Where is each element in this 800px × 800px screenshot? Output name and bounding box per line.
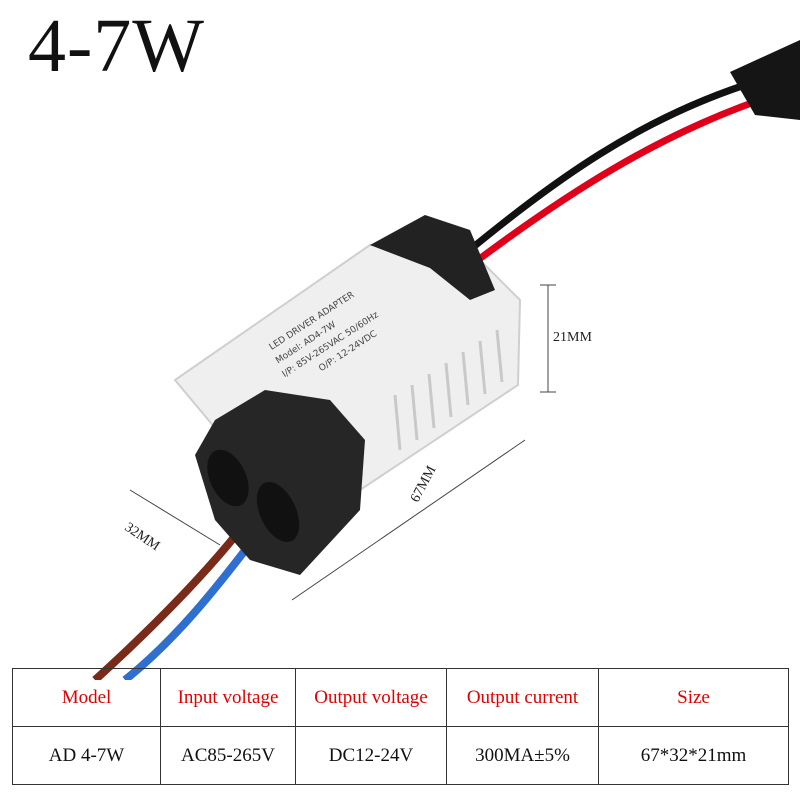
header-size: Size: [598, 668, 789, 727]
spec-value-row: AD 4-7W AC85-265V DC12-24V 300MA±5% 67*3…: [12, 726, 789, 785]
driver-housing: [173, 215, 522, 575]
header-model: Model: [12, 668, 161, 727]
product-title: 4-7W: [28, 4, 206, 88]
input-wires: [92, 527, 260, 680]
output-wires: [452, 40, 800, 275]
spec-header-row: Model Input voltage Output voltage Outpu…: [12, 668, 789, 727]
value-output-voltage: DC12-24V: [295, 726, 447, 785]
connector-plug: [730, 40, 800, 120]
value-model: AD 4-7W: [12, 726, 161, 785]
dimension-lines: [129, 284, 556, 601]
value-input-voltage: AC85-265V: [160, 726, 296, 785]
height-dimension: 21MM: [553, 330, 592, 345]
product-photo: LED DRIVER ADAPTER Model: AD4-7W I/P: 85…: [92, 40, 800, 680]
header-output-current: Output current: [446, 668, 599, 727]
value-size: 67*32*21mm: [598, 726, 789, 785]
header-input-voltage: Input voltage: [160, 668, 296, 727]
spec-table: Model Input voltage Output voltage Outpu…: [12, 668, 789, 785]
value-output-current: 300MA±5%: [446, 726, 599, 785]
header-output-voltage: Output voltage: [295, 668, 447, 727]
